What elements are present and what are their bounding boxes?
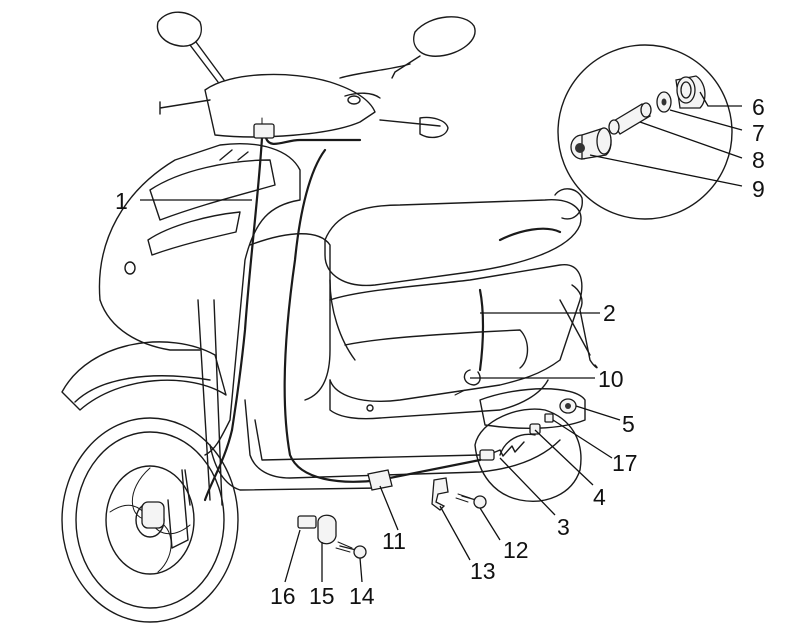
front-body xyxy=(98,143,331,456)
rear-body xyxy=(329,264,598,420)
inset-pin-part xyxy=(608,102,652,135)
leader-4 xyxy=(534,429,594,486)
inset-washer-part xyxy=(656,91,672,113)
leader-13 xyxy=(439,505,471,561)
leader-9 xyxy=(589,154,743,187)
cable-hook xyxy=(454,369,481,396)
leader-16 xyxy=(284,529,301,583)
brake-adjuster-parts xyxy=(529,398,577,435)
callout-2: 2 xyxy=(603,300,616,326)
callout-1: 1 xyxy=(115,188,128,214)
lower-clip-parts xyxy=(297,514,367,559)
callout-14: 14 xyxy=(349,583,375,609)
leader-14 xyxy=(359,557,363,583)
callout-7: 7 xyxy=(752,120,765,146)
callout-5: 5 xyxy=(622,411,635,437)
cable-spring xyxy=(479,441,525,461)
inset-cylinder-part xyxy=(570,127,612,160)
callout-4: 4 xyxy=(593,484,606,510)
callout-8: 8 xyxy=(752,147,765,173)
callout-labels: 1 2 3 4 5 6 7 8 9 10 11 12 13 14 15 16 1… xyxy=(115,94,765,609)
leader-5 xyxy=(575,405,621,421)
leader-lines xyxy=(140,91,743,583)
callout-12: 12 xyxy=(503,537,529,563)
leader-8 xyxy=(639,121,743,159)
front-brake-cable xyxy=(203,117,362,502)
leader-12 xyxy=(479,507,501,541)
callout-16: 16 xyxy=(270,583,296,609)
callout-17: 17 xyxy=(612,450,638,476)
seat xyxy=(324,188,583,361)
leader-6 xyxy=(699,91,742,107)
front-fender xyxy=(61,341,227,411)
callout-13: 13 xyxy=(470,558,496,584)
leader-3 xyxy=(499,457,556,516)
detail-inset xyxy=(557,44,733,220)
callout-15: 15 xyxy=(309,583,335,609)
callout-10: 10 xyxy=(598,366,624,392)
inset-cap-part xyxy=(675,75,706,109)
leader-17 xyxy=(552,419,613,459)
leader-11 xyxy=(379,485,399,531)
leader-7 xyxy=(669,109,743,131)
rear-brake-cable xyxy=(283,148,562,483)
mirrors xyxy=(156,11,476,83)
front-wheel xyxy=(61,417,239,623)
callout-11: 11 xyxy=(382,528,406,554)
handlebar xyxy=(159,63,449,139)
callout-3: 3 xyxy=(557,514,570,540)
floorboard xyxy=(209,399,561,491)
callout-6: 6 xyxy=(752,94,765,120)
front-fork xyxy=(184,299,223,506)
cable-clip xyxy=(367,469,393,491)
clip-and-bolt xyxy=(431,477,487,511)
callout-9: 9 xyxy=(752,176,765,202)
